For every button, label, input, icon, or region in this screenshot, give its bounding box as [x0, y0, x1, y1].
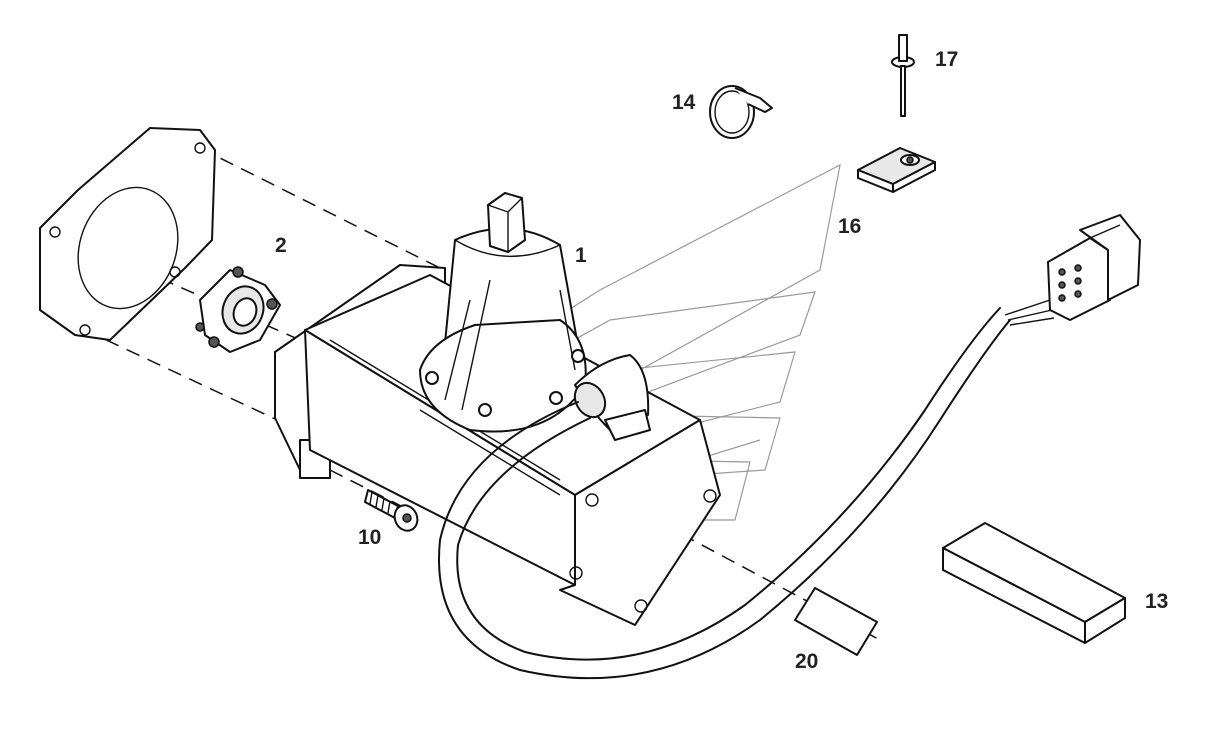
callout-2: 2	[275, 234, 287, 257]
callout-20: 20	[795, 650, 818, 673]
callout-14: 14	[672, 91, 696, 114]
cable-clip-icon	[857, 147, 936, 193]
callout-10: 10	[358, 526, 381, 549]
cable-icon	[438, 299, 1055, 680]
socket-cap-screw-icon	[364, 489, 419, 532]
actuator-motor-icon	[274, 192, 721, 626]
callout-labels: 1 2 10 13 14 16 17 20	[275, 48, 1168, 673]
callout-17: 17	[935, 48, 958, 71]
label-sticker-icon	[794, 587, 878, 656]
connector-plug-icon	[1047, 214, 1141, 321]
cable-tie-icon	[709, 85, 773, 139]
pad-block-icon	[942, 522, 1126, 644]
callout-16: 16	[838, 215, 861, 238]
coupling-flange-icon	[195, 266, 281, 353]
callout-1: 1	[575, 244, 587, 267]
callout-13: 13	[1145, 590, 1168, 613]
rivet-icon	[891, 34, 915, 117]
gasket-plate-icon	[39, 127, 216, 341]
